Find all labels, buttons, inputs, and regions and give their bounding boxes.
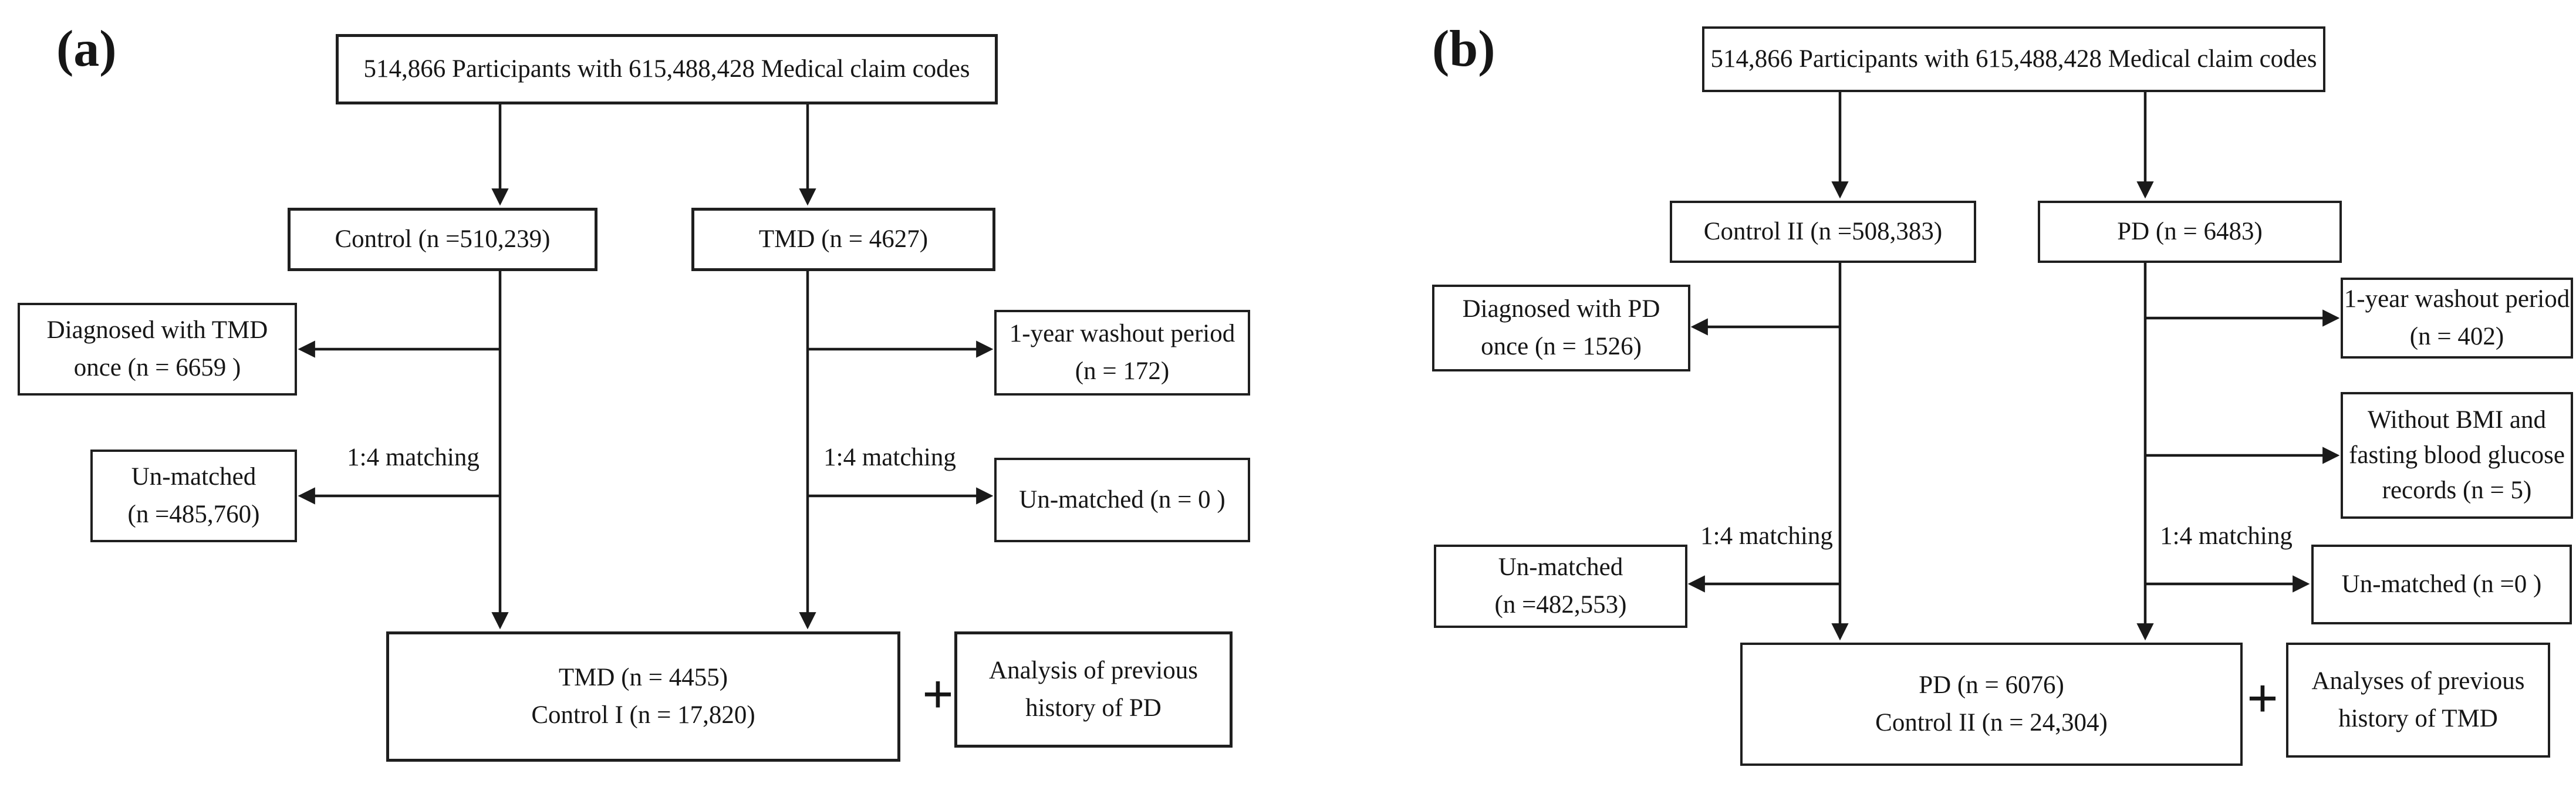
panel-b-label: (b): [1432, 21, 1495, 77]
text-line: PD (n = 6483): [2117, 217, 2263, 245]
text-line: fasting blood glucose: [2349, 441, 2565, 469]
unmatched-box-a: Un-matched (n =485,760): [90, 450, 297, 542]
text-line: Un-matched: [131, 462, 256, 491]
control-ii-box-b: Control II (n =508,383): [1670, 201, 1976, 263]
matching-label-a-right: 1:4 matching: [823, 444, 956, 471]
text-line: Analysis of previous: [989, 656, 1198, 684]
unmatched-box-b: Un-matched (n =482,553): [1434, 545, 1687, 628]
text-line: 1-year washout period: [2344, 285, 2570, 313]
text-line: (n =485,760): [127, 501, 260, 528]
final-cohort-box-b: PD (n = 6076) Control II (n = 24,304): [1740, 643, 2243, 766]
text-line: Control II (n = 24,304): [1875, 709, 2108, 736]
analyses-box-b: Analyses of previous history of TMD: [2286, 643, 2550, 758]
washout-box-a: 1-year washout period (n = 172): [994, 310, 1250, 396]
matching-label-b-right: 1:4 matching: [2160, 522, 2293, 550]
text-line: 514,866 Participants with 615,488,428 Me…: [363, 55, 970, 83]
text-line: Without BMI and: [2367, 406, 2547, 434]
diagnosed-pd-once-box-b: Diagnosed with PD once (n = 1526): [1432, 285, 1690, 371]
text-line: 514,866 Participants with 615,488,428 Me…: [1710, 45, 2317, 73]
text-line: PD (n = 6076): [1919, 671, 2064, 699]
matching-label-b-left: 1:4 matching: [1700, 522, 1833, 550]
text-line: (n = 172): [1075, 357, 1170, 385]
text-line: 1-year washout period: [1009, 319, 1235, 347]
text-line: once (n = 1526): [1481, 333, 1642, 360]
control-box-a: Control (n =510,239): [288, 208, 597, 271]
without-bmi-box-b: Without BMI and fasting blood glucose re…: [2341, 392, 2573, 519]
tmd-box-a: TMD (n = 4627): [691, 208, 995, 271]
participants-box-a: 514,866 Participants with 615,488,428 Me…: [336, 34, 998, 104]
text-line: TMD (n = 4455): [558, 663, 728, 691]
washout-box-b: 1-year washout period (n = 402): [2341, 278, 2573, 359]
participants-box-b: 514,866 Participants with 615,488,428 Me…: [1702, 26, 2325, 92]
plus-sign-a: +: [921, 663, 954, 725]
text-line: Analyses of previous: [2311, 667, 2525, 695]
text-line: once (n = 6659 ): [73, 354, 241, 381]
unmatched-zero-box-a: Un-matched (n = 0 ): [994, 458, 1250, 542]
text-line: Control I (n = 17,820): [531, 701, 755, 729]
text-line: TMD (n = 4627): [758, 225, 929, 253]
text-line: (n =482,553): [1494, 591, 1627, 619]
diagnosed-tmd-once-box-a: Diagnosed with TMD once (n = 6659 ): [18, 303, 297, 396]
analysis-box-a: Analysis of previous history of PD: [954, 631, 1233, 748]
text-line: Diagnosed with TMD: [46, 316, 268, 344]
pd-box-b: PD (n = 6483): [2038, 201, 2342, 263]
text-line: history of PD: [1025, 694, 1162, 722]
text-line: Un-matched (n = 0 ): [1019, 485, 1225, 513]
text-line: history of TMD: [2338, 705, 2498, 732]
panel-a-label: (a): [56, 21, 117, 77]
text-line: (n = 402): [2409, 323, 2504, 350]
matching-label-a-left: 1:4 matching: [347, 444, 480, 471]
text-line: Control II (n =508,383): [1703, 217, 1943, 245]
final-cohort-box-a: TMD (n = 4455) Control I (n = 17,820): [386, 631, 900, 762]
text-line: records (n = 5): [2382, 477, 2532, 505]
text-line: Un-matched (n =0 ): [2341, 570, 2542, 598]
text-line: Diagnosed with PD: [1462, 295, 1660, 323]
unmatched-zero-box-b: Un-matched (n =0 ): [2311, 545, 2572, 624]
plus-sign-b: +: [2246, 667, 2279, 729]
text-line: Un-matched: [1498, 553, 1623, 581]
text-line: Control (n =510,239): [335, 225, 551, 253]
